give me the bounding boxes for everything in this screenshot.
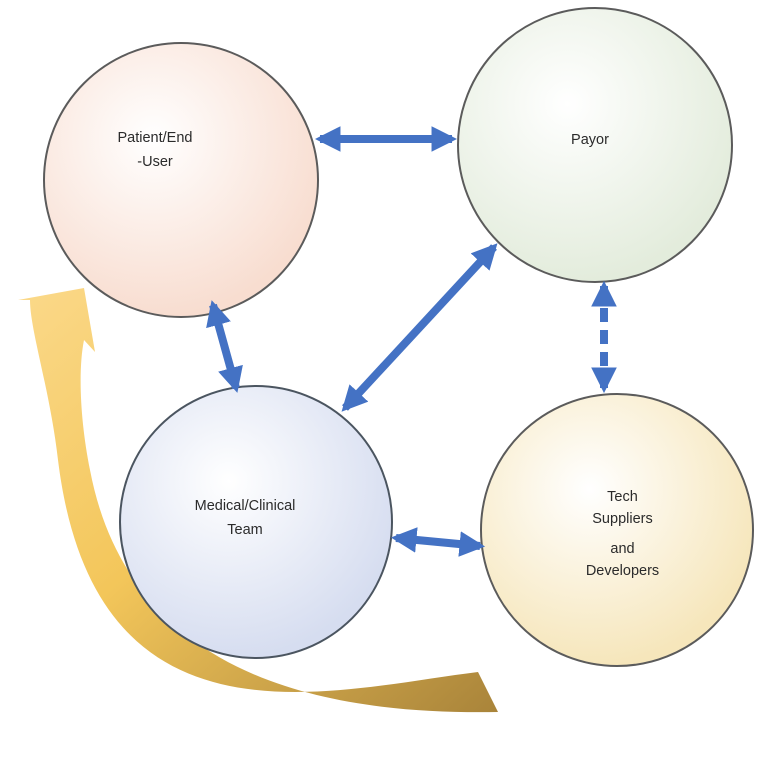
patient-label-line-1: Patient/End <box>117 130 193 146</box>
medical-node-circle <box>119 385 393 659</box>
tech-node-label: Tech Suppliers and Developers <box>560 486 685 582</box>
tech-label-line-1: Tech <box>607 489 638 505</box>
cycle-curve-arrow <box>18 288 498 713</box>
medical-node-label: Medical/Clinical Team <box>175 494 315 542</box>
patient-node-circle <box>43 42 319 318</box>
patient-node-label: Patient/End -User <box>100 126 210 174</box>
tech-label-line-3: and <box>610 541 635 557</box>
medical-label-line-2: Team <box>227 522 263 538</box>
medical-label-line-1: Medical/Clinical <box>194 498 296 514</box>
tech-label-line-2: Suppliers <box>592 511 653 527</box>
payor-label-line-1: Payor <box>571 132 609 148</box>
tech-label-line-4: Developers <box>585 563 660 579</box>
patient-label-line-2: -User <box>137 154 173 170</box>
payor-node-label: Payor <box>540 128 640 152</box>
arrow-medical-tech <box>390 527 486 557</box>
arrow-medical-payor <box>341 243 498 412</box>
arrow-patient-medical <box>206 300 243 393</box>
